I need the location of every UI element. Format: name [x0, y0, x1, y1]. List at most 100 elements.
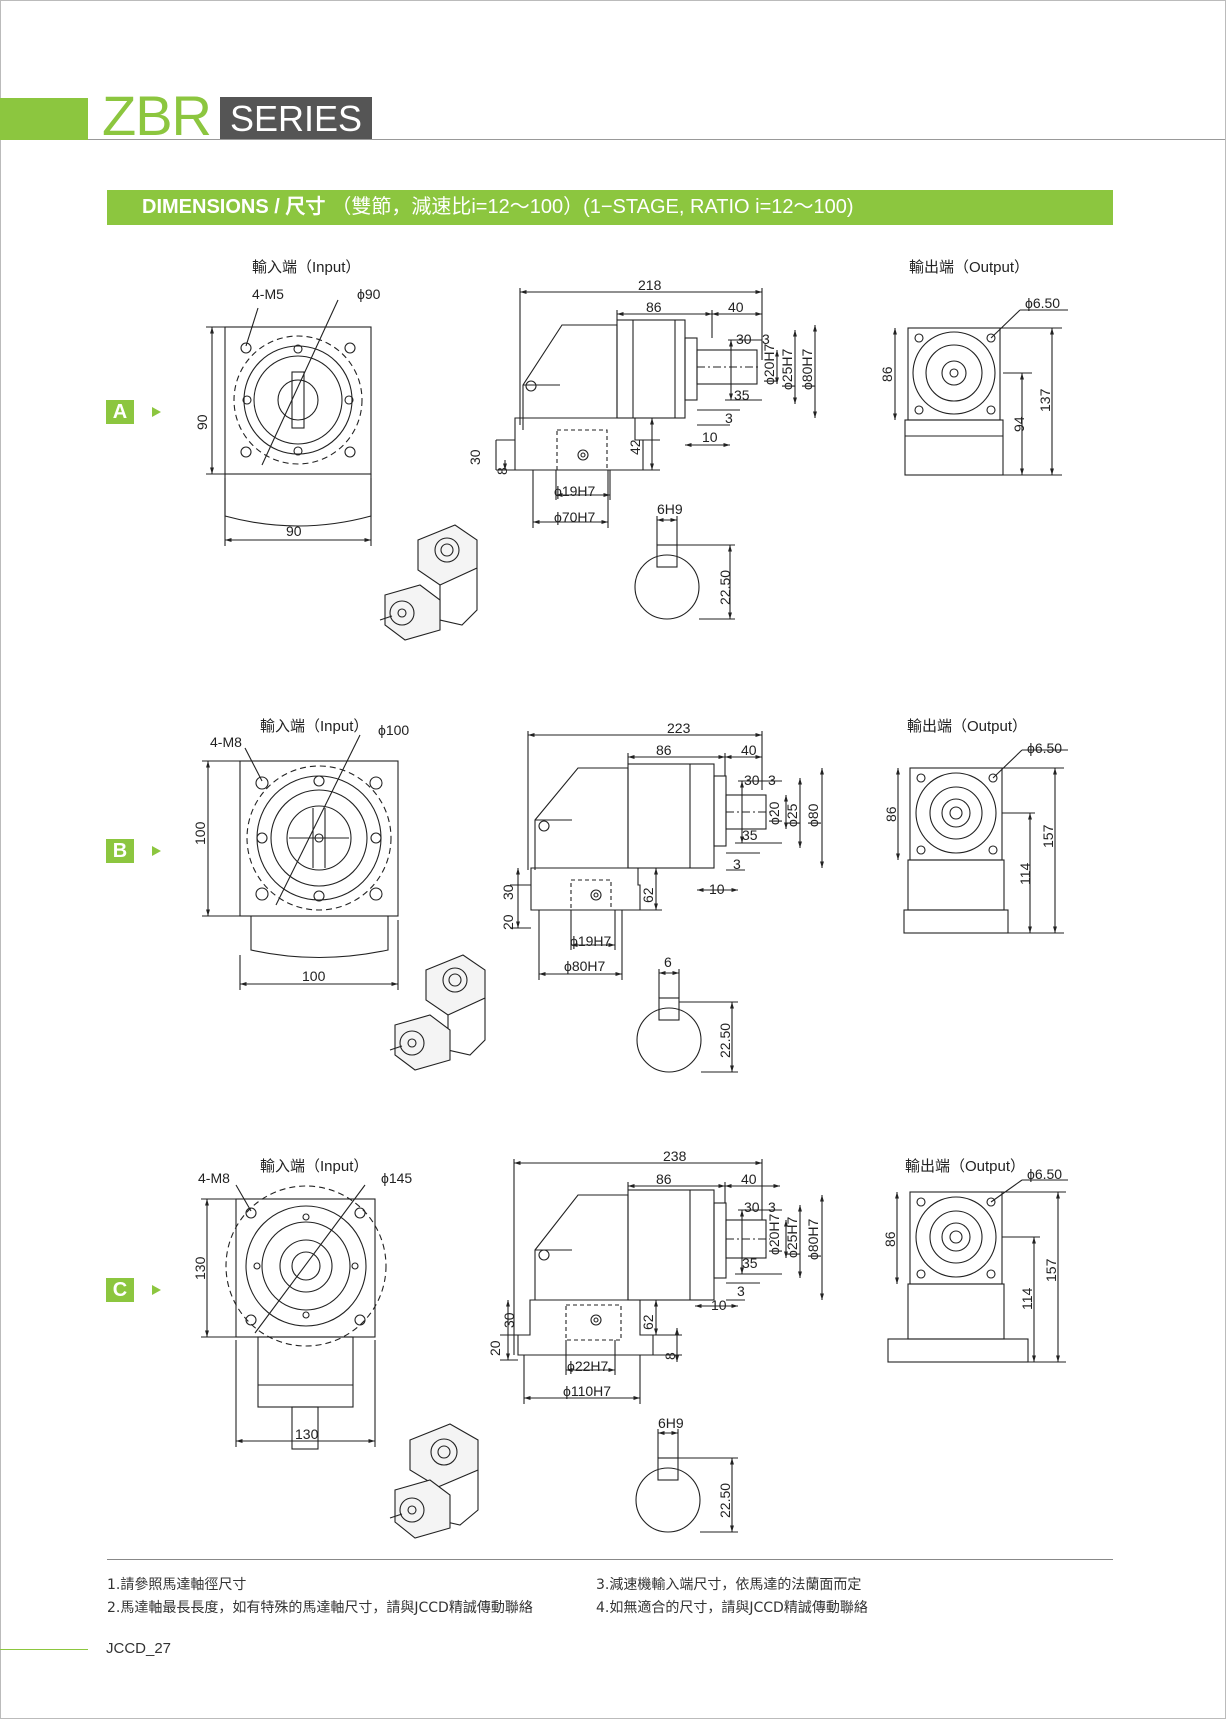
- base-62-c: 62: [640, 1314, 656, 1330]
- dim-35-b: 35: [742, 827, 758, 843]
- base-20-c: 20: [487, 1340, 503, 1356]
- output-label-a: 輸出端（Output）: [909, 259, 1029, 276]
- section-b-drawings: [202, 731, 1068, 1073]
- output-h1-a: 94: [1011, 416, 1027, 432]
- section-c-drawings: [201, 1159, 1068, 1539]
- body-length-b: 86: [656, 742, 672, 758]
- shaft-length-b: 40: [741, 742, 757, 758]
- key-height-c: 22.50: [717, 1483, 733, 1518]
- base-62-b: 62: [640, 887, 656, 903]
- shaft-length-c: 40: [741, 1171, 757, 1187]
- shaft-key-view-b: [636, 969, 738, 1073]
- section-a-drawings: [206, 288, 1068, 641]
- shaft-d1-b: ϕ20: [766, 801, 782, 825]
- holes-label-c: 4-M8: [198, 1170, 230, 1186]
- output-label-c: 輸出端（Output）: [905, 1158, 1025, 1175]
- dim-3-a: 3: [762, 331, 770, 347]
- dim-30-a: 30: [736, 331, 752, 347]
- marker-arrow-icon: [152, 407, 161, 417]
- side-view-c: [500, 1159, 824, 1404]
- overall-length-b: 223: [667, 720, 691, 736]
- input-width-b: 100: [302, 968, 326, 984]
- holes-label-a: 4-M5: [252, 286, 284, 302]
- series-label: SERIES: [220, 97, 373, 140]
- overall-length-c: 238: [663, 1148, 687, 1164]
- isometric-thumbnail-b: [389, 954, 486, 1071]
- key-height-a: 22.50: [717, 570, 733, 605]
- note-4: 4.如無適合的尺寸，請與JCCD精誠傳動聯絡: [596, 1600, 868, 1616]
- dim-10-a: 10: [702, 429, 718, 445]
- section-marker-a: A: [106, 400, 134, 424]
- output-hole-b: ϕ6.50: [1027, 740, 1062, 756]
- section-marker-c: C: [106, 1278, 134, 1302]
- dim-35-c: 35: [742, 1255, 758, 1271]
- output-h1-c: 114: [1019, 1287, 1035, 1310]
- input-height-b: 100: [192, 821, 208, 845]
- bore-19-a: ϕ19H7: [554, 483, 596, 499]
- side-view-b: [510, 731, 824, 980]
- output-hole-a: ϕ6.50: [1025, 295, 1060, 311]
- base-30-b: 30: [500, 884, 516, 900]
- side-view-a: [495, 288, 817, 528]
- shaft-d3-c: ϕ80H7: [805, 1218, 821, 1260]
- output-label-b: 輸出端（Output）: [907, 718, 1027, 735]
- output-view-c: [887, 1179, 1068, 1363]
- isometric-thumbnail-a: [379, 524, 478, 641]
- bore-80-b: ϕ80H7: [564, 958, 606, 974]
- dim-3b-b: 3: [733, 856, 741, 872]
- input-height-c: 130: [192, 1256, 208, 1280]
- bore-110-c: ϕ110H7: [563, 1383, 611, 1399]
- footer-rule: [0, 1649, 88, 1650]
- key-height-b: 22.50: [717, 1023, 733, 1058]
- dim-30-b: 30: [744, 772, 760, 788]
- dim-35-a: 35: [734, 387, 750, 403]
- base-8-a: 8: [494, 467, 510, 475]
- input-width-a: 90: [286, 523, 302, 539]
- dim-3-c: 3: [768, 1199, 776, 1215]
- shaft-d3-a: ϕ80H7: [799, 348, 815, 390]
- dim-30-c: 30: [744, 1199, 760, 1215]
- bore-70-a: ϕ70H7: [554, 509, 596, 525]
- base-20-b: 20: [500, 914, 516, 930]
- shaft-key-view-a: [634, 516, 735, 620]
- header-accent-bar: [0, 98, 88, 140]
- page-number: JCCD_27: [106, 1640, 172, 1657]
- section-marker-b: B: [106, 839, 134, 863]
- notes-rule: [107, 1559, 1113, 1560]
- input-view-c: [201, 1184, 387, 1450]
- pcd-label-a: ϕ90: [357, 286, 381, 302]
- output-width-b: 86: [883, 806, 899, 822]
- dimensions-subtitle: （雙節，減速比i=12～100）(1−STAGE, RATIO i=12～100…: [331, 196, 854, 218]
- pcd-label-b: ϕ100: [378, 722, 409, 738]
- bore-19-b: ϕ19H7: [570, 933, 612, 949]
- output-width-a: 86: [879, 366, 895, 382]
- shaft-key-view-c: [635, 1429, 738, 1533]
- dim-3b-c: 3: [737, 1283, 745, 1299]
- bore-22-c: ϕ22H7: [567, 1358, 609, 1374]
- output-view-b: [896, 749, 1068, 934]
- output-view-a: [893, 309, 1068, 476]
- overall-length-a: 218: [638, 277, 662, 293]
- key-width-a: 6H9: [657, 501, 683, 517]
- input-width-c: 130: [295, 1426, 319, 1442]
- shaft-d3-b: ϕ80: [805, 803, 821, 827]
- output-h1-b: 114: [1017, 862, 1033, 885]
- input-label-b: 輸入端（Input）: [260, 718, 368, 735]
- shaft-d2-b: ϕ25: [784, 803, 800, 827]
- dim-10-c: 10: [711, 1297, 727, 1313]
- marker-arrow-icon: [152, 1285, 161, 1295]
- dim-3-b: 3: [768, 772, 776, 788]
- output-hole-c: ϕ6.50: [1027, 1166, 1062, 1182]
- input-label-c: 輸入端（Input）: [260, 1158, 368, 1175]
- output-width-c: 86: [882, 1231, 898, 1247]
- output-h2-a: 137: [1037, 388, 1053, 412]
- holes-label-b: 4-M8: [210, 734, 242, 750]
- shaft-d2-c: ϕ25H7: [784, 1216, 800, 1258]
- body-length-a: 86: [646, 299, 662, 315]
- output-h2-b: 157: [1040, 824, 1056, 848]
- dim-3b-a: 3: [725, 410, 733, 426]
- input-view-a: [206, 299, 372, 546]
- base-30-a: 30: [467, 449, 483, 465]
- base-8-c: 8: [662, 1352, 678, 1360]
